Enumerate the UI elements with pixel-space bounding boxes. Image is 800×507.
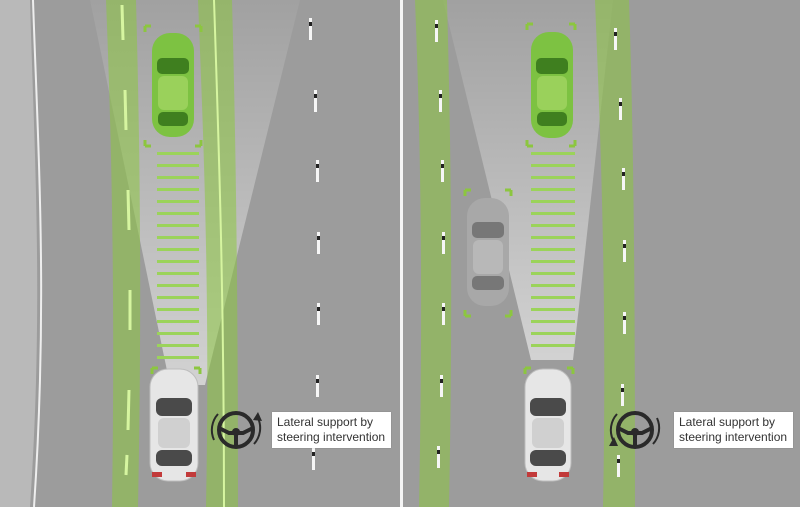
lane-highlight-right <box>595 0 635 507</box>
distance-bar <box>157 272 199 275</box>
panel-right: Lateral support by steering intervention <box>403 0 800 507</box>
distance-bar <box>157 356 199 359</box>
delineator-post-icon <box>621 384 624 406</box>
lane-highlight-left <box>106 0 141 507</box>
callout-lateral-support: Lateral support by steering intervention <box>674 412 794 448</box>
distance-bar <box>531 164 575 167</box>
delineator-post-icon <box>622 168 625 190</box>
distance-bar <box>531 200 575 203</box>
distance-bar <box>531 344 575 347</box>
distance-bars <box>157 152 199 359</box>
steering-wheel-icon <box>616 411 654 449</box>
delineator-post-icon <box>439 90 442 112</box>
distance-bar <box>157 224 199 227</box>
adjacent-vehicle <box>463 188 513 318</box>
solid-lane-marking <box>213 0 225 507</box>
dashed-lane-marking <box>120 4 132 476</box>
steering-wheel-icon <box>217 411 255 449</box>
delineator-post-icon <box>309 18 312 40</box>
distance-bar <box>157 164 199 167</box>
callout-lateral-support: Lateral support by steering intervention <box>272 412 392 448</box>
rotation-arrow-icon <box>609 413 661 446</box>
lane-highlight-right <box>198 0 238 507</box>
lead-vehicle <box>525 22 577 148</box>
ego-vehicle <box>523 366 575 482</box>
distance-bars <box>531 152 575 347</box>
distance-bar <box>531 188 575 191</box>
delineator-post-icon <box>440 375 443 397</box>
delineator-post-icon <box>316 375 319 397</box>
distance-bar <box>157 248 199 251</box>
delineator-post-icon <box>316 160 319 182</box>
sensor-beam <box>90 0 300 385</box>
distance-bar <box>531 152 575 155</box>
delineator-post-icon <box>317 303 320 325</box>
delineator-post-icon <box>617 455 620 477</box>
distance-bar <box>157 284 199 287</box>
distance-bar <box>157 332 199 335</box>
delineator-post-icon <box>441 160 444 182</box>
delineator-posts <box>435 20 445 468</box>
delineator-post-icon <box>614 28 617 50</box>
delineator-post-icon <box>317 232 320 254</box>
delineator-post-icon <box>312 448 315 470</box>
distance-bar <box>157 308 199 311</box>
delineator-post-icon <box>435 20 438 42</box>
delineator-posts <box>614 28 626 477</box>
delineator-post-icon <box>442 303 445 325</box>
distance-bar <box>531 284 575 287</box>
distance-bar <box>531 320 575 323</box>
distance-bar <box>157 176 199 179</box>
panel-left: Lateral support by steering intervention <box>0 0 392 507</box>
distance-bar <box>157 188 199 191</box>
lead-vehicle <box>143 24 203 148</box>
distance-bar <box>157 320 199 323</box>
distance-bar <box>157 212 199 215</box>
distance-bar <box>531 212 575 215</box>
road-shoulder <box>0 0 38 507</box>
distance-bar <box>531 308 575 311</box>
distance-bar <box>531 296 575 299</box>
distance-bar <box>531 224 575 227</box>
road-edge-line <box>32 0 43 507</box>
delineator-post-icon <box>442 232 445 254</box>
distance-bar <box>531 260 575 263</box>
distance-bar <box>157 296 199 299</box>
delineator-posts <box>309 18 320 470</box>
distance-bar <box>157 152 199 155</box>
distance-bar <box>157 200 199 203</box>
left-scene <box>0 0 320 507</box>
distance-bar <box>157 236 199 239</box>
distance-bar <box>531 248 575 251</box>
panel-divider <box>400 0 403 507</box>
distance-bar <box>531 236 575 239</box>
delineator-post-icon <box>623 312 626 334</box>
distance-bar <box>157 344 199 347</box>
rotation-arrow-icon <box>210 412 262 445</box>
delineator-post-icon <box>314 90 317 112</box>
distance-bar <box>531 272 575 275</box>
distance-bar <box>531 176 575 179</box>
delineator-post-icon <box>619 98 622 120</box>
delineator-post-icon <box>623 240 626 262</box>
ego-vehicle <box>149 366 202 482</box>
distance-bar <box>157 260 199 263</box>
delineator-post-icon <box>437 446 440 468</box>
distance-bar <box>531 332 575 335</box>
